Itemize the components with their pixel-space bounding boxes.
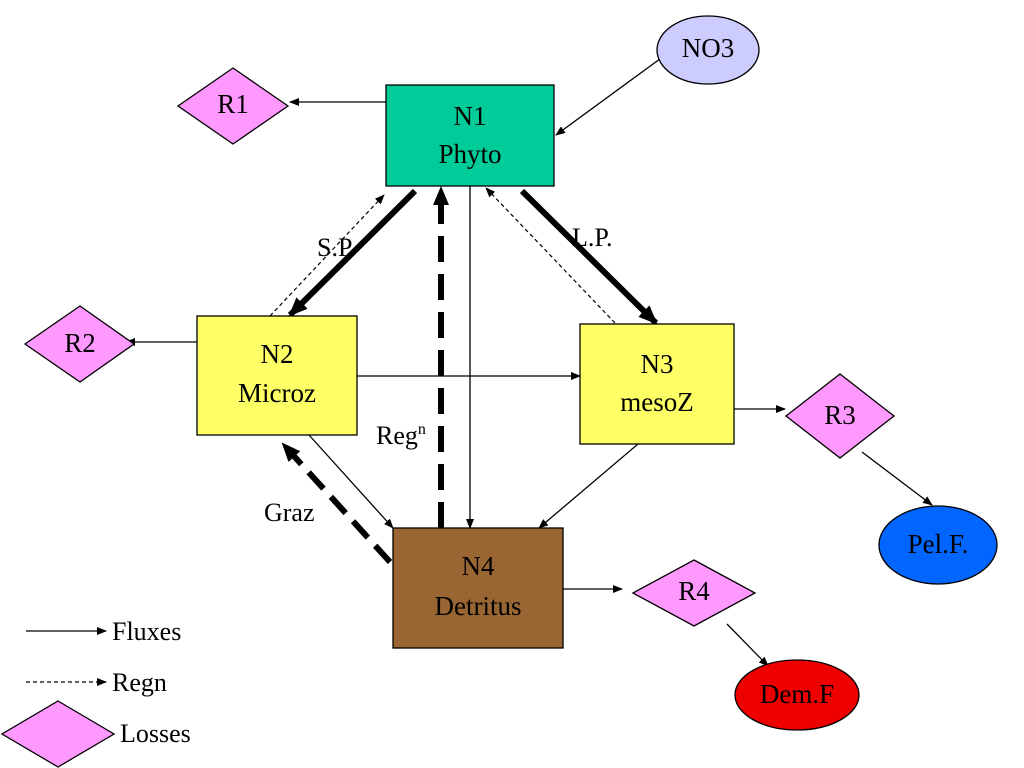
- arrow-no3-to-n1: [555, 55, 665, 136]
- node-n2-box: [196, 315, 358, 436]
- node-n1-phyto: N1 Phyto: [385, 84, 555, 187]
- node-demersal-fish: Dem.F: [734, 659, 860, 731]
- node-demersal-fish-label: Dem.F: [760, 679, 834, 709]
- node-n1-box: [385, 84, 555, 187]
- loss-r4: R4: [631, 559, 757, 627]
- loss-r4-label: R4: [678, 576, 710, 606]
- node-demersal-fish-ellipse: [734, 659, 860, 731]
- node-pelagic-fish-label: Pel.F.: [908, 529, 969, 559]
- node-n2-microz: N2 Microz: [196, 315, 358, 436]
- label-regeneration-base: Reg: [376, 421, 418, 450]
- grazing-arrows: [280, 186, 659, 565]
- loss-r1: R1: [176, 67, 290, 145]
- loss-r2-label: R2: [64, 328, 96, 358]
- node-n2-name: Microz: [238, 378, 316, 408]
- grazing-arrow-lp: [519, 188, 659, 326]
- node-n1-id: N1: [454, 101, 487, 131]
- legend-fluxes-label: Fluxes: [112, 617, 181, 646]
- legend-regn-label: Regn: [112, 668, 167, 697]
- loss-r3-label: R3: [824, 400, 856, 430]
- loss-r1-diamond: [176, 67, 290, 145]
- loss-r3-diamond: [784, 373, 896, 459]
- node-pelagic-fish-ellipse: [878, 505, 998, 585]
- node-n4-box: [392, 527, 564, 649]
- label-sp: S.P.: [317, 233, 356, 262]
- node-no3-label: NO3: [682, 33, 735, 63]
- node-n4-name: Detritus: [435, 591, 522, 621]
- node-pelagic-fish: Pel.F.: [878, 505, 998, 585]
- arrow-r4-to-demf: [726, 623, 769, 667]
- loss-r1-label: R1: [217, 89, 249, 119]
- loss-r3: R3: [784, 373, 896, 459]
- arrow-n3-to-n4: [538, 443, 639, 529]
- label-lp: L.P.: [572, 223, 612, 252]
- node-n2-id: N2: [261, 339, 294, 369]
- node-n4-id: N4: [462, 551, 495, 581]
- loss-r2: R2: [23, 305, 136, 383]
- node-n3-mesoz: N3 mesoZ: [579, 323, 735, 445]
- flux-arrows: [125, 55, 933, 667]
- node-n3-id: N3: [641, 349, 674, 379]
- grazing-arrow-sp: [287, 188, 418, 318]
- legend: Fluxes Regn Losses: [0, 617, 191, 768]
- node-n4-detritus: N4 Detritus: [392, 527, 564, 649]
- label-graz: Graz: [264, 498, 315, 527]
- regeneration-arrows: [269, 187, 616, 324]
- arrow-r3-to-pelf: [861, 451, 933, 506]
- node-no3: NO3: [656, 15, 760, 85]
- node-n1-name: Phyto: [438, 139, 501, 169]
- node-n3-box: [579, 323, 735, 445]
- label-regeneration: Regn: [376, 421, 426, 450]
- loss-r2-diamond: [23, 305, 136, 383]
- arrow-n2-to-n4: [308, 434, 394, 529]
- label-regeneration-sup: n: [418, 421, 426, 438]
- node-no3-ellipse: [656, 15, 760, 85]
- legend-losses-diamond: [0, 700, 116, 768]
- grazing-arrow-n4-to-n2: [280, 441, 393, 565]
- legend-losses-label: Losses: [120, 719, 191, 748]
- loss-r4-diamond: [631, 559, 757, 627]
- node-n3-name: mesoZ: [620, 387, 694, 417]
- regn-arrow-n3-to-n1: [485, 187, 616, 324]
